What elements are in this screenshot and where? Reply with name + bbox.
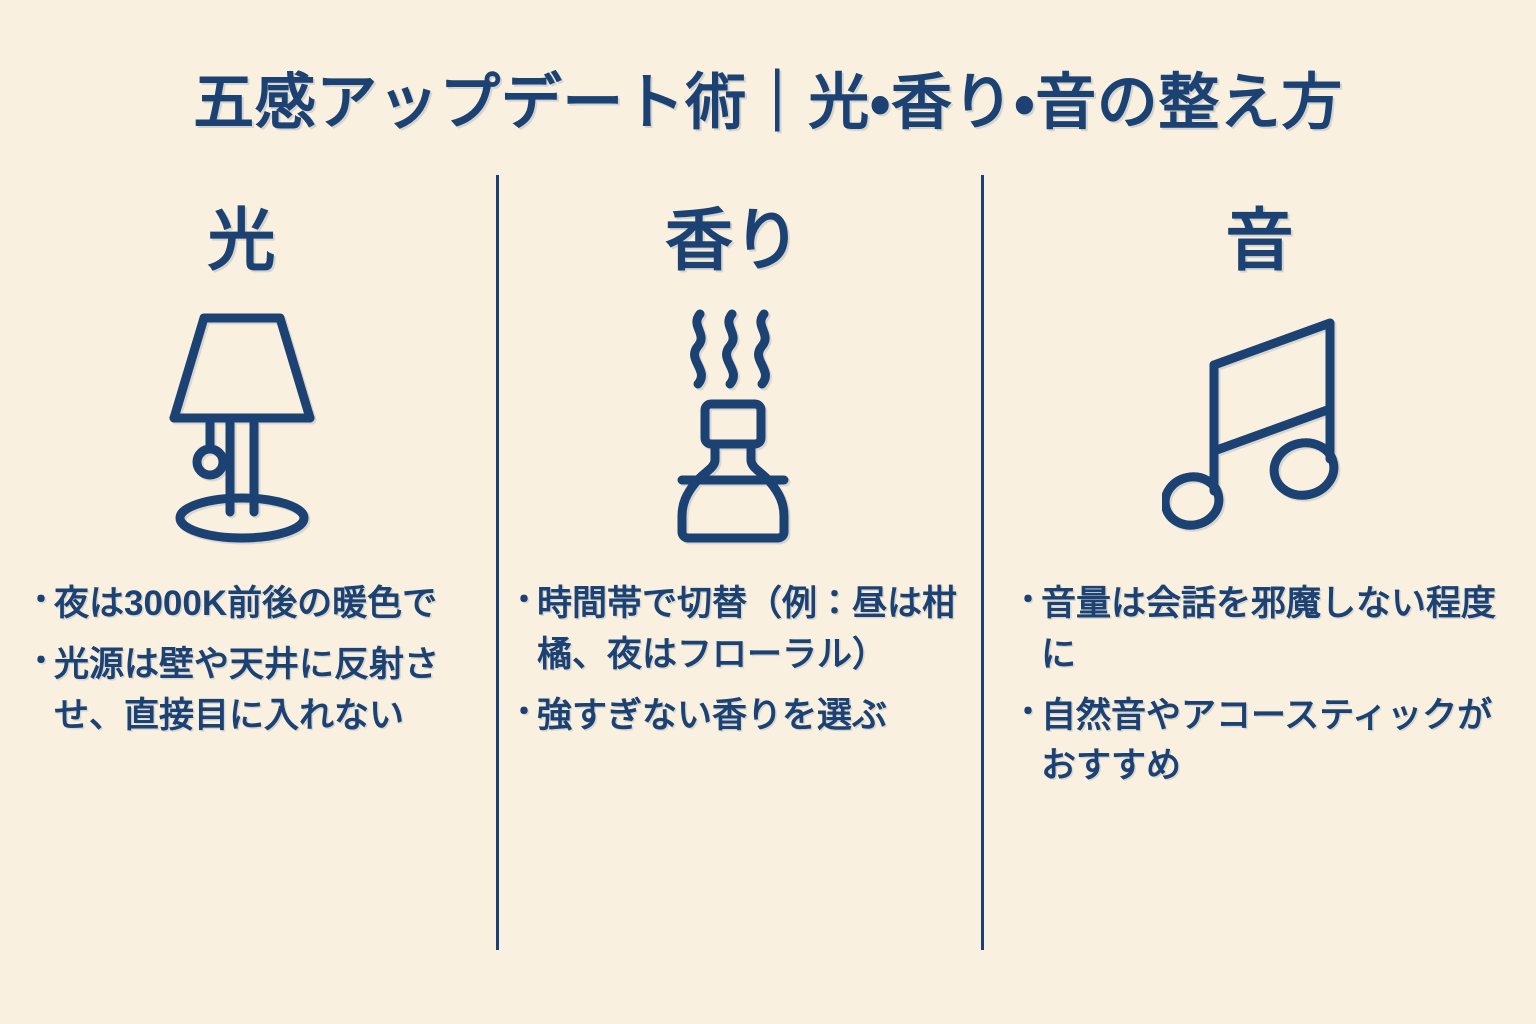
bullet-marker-icon: ・ xyxy=(26,644,56,678)
list-item: ・ 光源は壁や天井に反射させ、直接目に入れない xyxy=(26,640,465,742)
music-note-icon xyxy=(983,291,1536,561)
table-lamp-icon xyxy=(0,291,483,561)
column-divider-1 xyxy=(496,175,499,950)
column-fragrance: 香り ・ 時間帯で切替（例：昼は柑橘、夜はフローラル） ・ xyxy=(483,175,983,953)
list-item: ・ 時間帯で切替（例：昼は柑橘、夜はフローラル） xyxy=(509,579,965,681)
list-item: ・ 音量は会話を邪魔しない程度に xyxy=(1013,579,1526,681)
column-sound: 音 ・ 音量は会話を邪魔しない程度に ・ 自然音やアコースティックがおすすめ xyxy=(983,175,1536,953)
bullet-text: 自然音やアコースティックがおすすめ xyxy=(1041,695,1493,786)
bullet-text: 音量は会話を邪魔しない程度に xyxy=(1041,584,1497,674)
bullet-text: 夜は3000K前後の暖色で xyxy=(54,584,438,623)
columns-container: 光 ・ 夜は3000K前後の暖色で ・ xyxy=(0,175,1536,953)
column-heading-sound: 音 xyxy=(1225,203,1294,279)
bullet-list-light: ・ 夜は3000K前後の暖色で ・ 光源は壁や天井に反射させ、直接目に入れない xyxy=(0,579,483,751)
bullet-marker-icon: ・ xyxy=(509,584,539,617)
bullet-list-fragrance: ・ 時間帯で切替（例：昼は柑橘、夜はフローラル） ・ 強すぎない香りを選ぶ xyxy=(483,579,983,751)
column-heading-light: 光 xyxy=(207,203,276,279)
column-divider-2 xyxy=(981,175,984,950)
bullet-text: 強すぎない香りを選ぶ xyxy=(537,695,888,735)
list-item: ・ 強すぎない香りを選ぶ xyxy=(509,691,965,742)
diffuser-bottle-icon xyxy=(483,291,983,561)
column-light: 光 ・ 夜は3000K前後の暖色で ・ xyxy=(0,175,483,953)
bullet-marker-icon: ・ xyxy=(1013,695,1043,729)
bullet-text: 時間帯で切替（例：昼は柑橘、夜はフローラル） xyxy=(537,584,958,674)
bullet-text: 光源は壁や天井に反射させ、直接目に入れない xyxy=(54,644,440,735)
page-title: 五感アップデート術｜光・香り・音の整え方 xyxy=(193,68,1343,136)
bullet-marker-icon: ・ xyxy=(26,584,56,617)
bullet-marker-icon: ・ xyxy=(1013,584,1043,617)
list-item: ・ 夜は3000K前後の暖色で xyxy=(26,579,465,630)
bullet-list-sound: ・ 音量は会話を邪魔しない程度に ・ 自然音やアコースティックがおすすめ xyxy=(983,579,1536,802)
list-item: ・ 自然音やアコースティックがおすすめ xyxy=(1013,691,1526,793)
column-heading-fragrance: 香り xyxy=(664,203,801,279)
bullet-marker-icon: ・ xyxy=(509,695,539,729)
